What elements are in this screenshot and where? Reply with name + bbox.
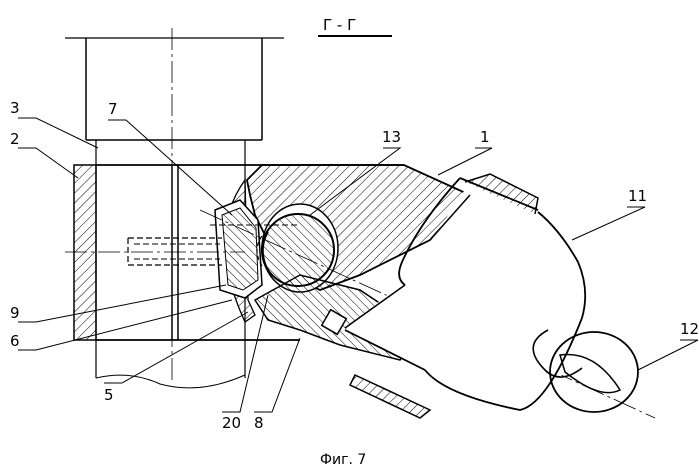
callout-8: 8 bbox=[254, 414, 264, 432]
callout-20: 20 bbox=[222, 414, 241, 432]
callout-3: 3 bbox=[10, 99, 20, 117]
section-title: Г - Г bbox=[318, 16, 392, 36]
callout-11: 11 bbox=[628, 187, 647, 205]
callout-6: 6 bbox=[10, 332, 20, 350]
figure-caption: Фиг. 7 bbox=[320, 452, 366, 468]
section-title-text: Г - Г bbox=[323, 16, 356, 34]
callout-7: 7 bbox=[108, 100, 118, 118]
upper-post bbox=[65, 38, 284, 140]
callout-9: 9 bbox=[10, 304, 20, 322]
callout-1: 1 bbox=[480, 128, 490, 146]
callout-12: 12 bbox=[680, 320, 699, 338]
callout-5: 5 bbox=[104, 386, 114, 404]
callout-2: 2 bbox=[10, 130, 20, 148]
callout-13: 13 bbox=[382, 128, 401, 146]
